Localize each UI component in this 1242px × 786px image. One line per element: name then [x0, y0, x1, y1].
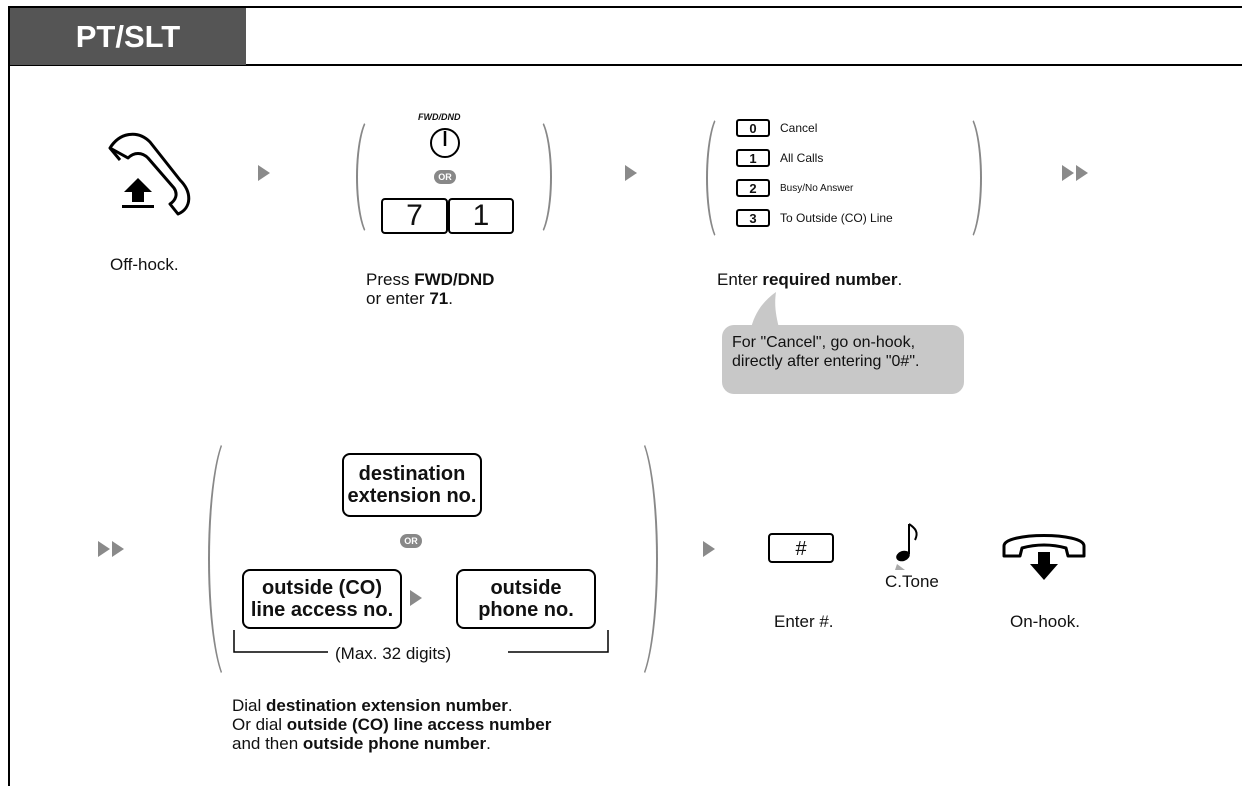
- hash-key[interactable]: #: [768, 533, 834, 563]
- option-label: Busy/No Answer: [780, 182, 854, 194]
- step2-caption: Press FWD/DND or enter 71.: [366, 270, 495, 308]
- tone-note-icon: [895, 523, 918, 570]
- option-label: Cancel: [780, 121, 818, 135]
- page-frame: [8, 6, 1242, 786]
- cancel-note-bubble: For "Cancel", go on-hook, directly after…: [722, 325, 964, 394]
- option-key[interactable]: 3: [736, 209, 770, 227]
- on-hook-handset-icon: [1002, 534, 1086, 580]
- option-key[interactable]: 1: [736, 149, 770, 167]
- step-arrow: [625, 165, 637, 181]
- step4-caption: Dial destination extension number. Or di…: [232, 696, 552, 753]
- double-step-arrow: [98, 541, 124, 557]
- option-list: 0 Cancel 1 All Calls 2 Busy/No Answer 3 …: [736, 118, 893, 228]
- option-key[interactable]: 2: [736, 179, 770, 197]
- double-step-arrow: [1062, 165, 1088, 181]
- outside-phone-box: outside phone no.: [456, 569, 596, 629]
- off-hook-caption: Off-hock.: [110, 255, 179, 274]
- fwd-dnd-button-label: FWD/DND: [418, 112, 461, 122]
- left-parenthesis: [706, 112, 738, 244]
- option-label: To Outside (CO) Line: [780, 211, 893, 225]
- option-row: 2 Busy/No Answer: [736, 178, 893, 198]
- key-7[interactable]: 7: [381, 198, 448, 234]
- note-bubble-tail: [750, 292, 780, 332]
- step-arrow: [410, 590, 422, 606]
- right-parenthesis: [950, 112, 982, 244]
- or-badge: OR: [434, 170, 456, 184]
- step-arrow: [258, 165, 270, 181]
- enter-hash-caption: Enter #.: [774, 612, 834, 631]
- confirmation-tone-label: C.Tone: [885, 572, 939, 591]
- header-rule: [8, 64, 1242, 66]
- or-badge: OR: [400, 534, 422, 548]
- destination-extension-box: destination extension no.: [342, 453, 482, 517]
- option-key[interactable]: 0: [736, 119, 770, 137]
- mode-tab: PT/SLT: [10, 8, 246, 65]
- on-hook-caption: On-hook.: [1010, 612, 1080, 631]
- fwd-dnd-button-icon[interactable]: [428, 126, 462, 160]
- option-row: 1 All Calls: [736, 148, 893, 168]
- option-row: 3 To Outside (CO) Line: [736, 208, 893, 228]
- max-digits-label: (Max. 32 digits): [335, 644, 452, 663]
- key-1[interactable]: 1: [448, 198, 514, 234]
- left-parenthesis: [208, 432, 254, 686]
- max-digits-bracket: [233, 630, 609, 653]
- off-hook-handset-icon: [108, 132, 191, 216]
- step3-caption: Enter required number.: [717, 270, 903, 289]
- step-arrow: [703, 541, 715, 557]
- option-row: 0 Cancel: [736, 118, 893, 138]
- right-parenthesis: [520, 115, 552, 239]
- option-label: All Calls: [780, 151, 824, 165]
- co-line-access-box: outside (CO) line access no.: [242, 569, 402, 629]
- left-parenthesis: [356, 115, 388, 239]
- right-parenthesis: [612, 432, 658, 686]
